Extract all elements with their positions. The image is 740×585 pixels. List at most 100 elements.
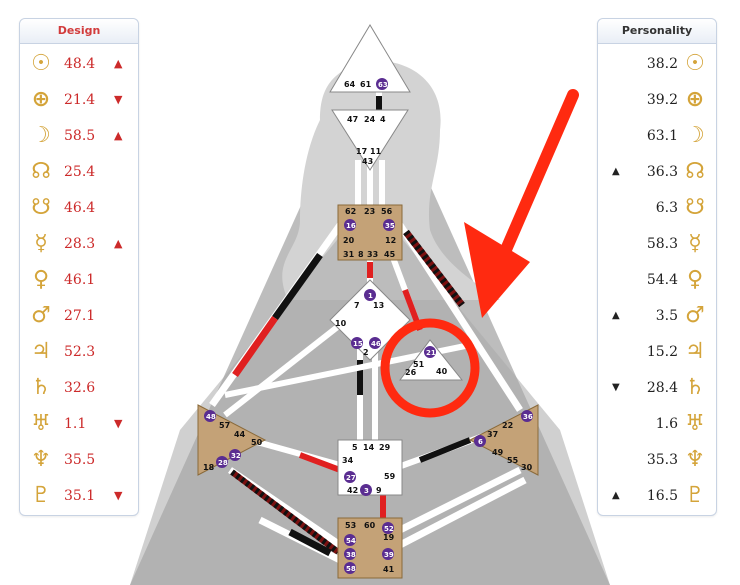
gate-badge [351,337,363,349]
gate-badge-label: 36 [523,413,533,421]
design-row: ♆35.5 [20,443,138,477]
north-node-icon: ☊ [31,159,51,184]
gate-label: 14 [363,443,375,452]
gate-badge-label: 48 [206,413,216,421]
design-panel-title: Design [20,19,138,44]
gate-label: 57 [219,421,230,430]
gate-badge [204,410,216,422]
gate-label: 7 [354,301,360,310]
design-value: 58.5 [64,128,96,144]
gate-label: 59 [384,472,396,481]
design-row: ☿28.3▲ [20,227,138,261]
gate-label: 26 [405,368,417,377]
design-row: ☊ 25.4 [20,155,138,189]
gate-label: 4 [380,115,386,124]
gate-badge-label: 39 [384,551,394,559]
design-value: 21.4 [64,92,96,108]
personality-value: 1.6 [655,416,678,432]
annotation-arrow-head [464,222,530,318]
design-value: 25.4 [64,164,96,180]
gate-label: 23 [364,207,375,216]
design-value: 35.5 [64,452,96,468]
gate-badge [364,289,376,301]
personality-row: ♇16.5▲ [598,479,716,513]
head-center [329,24,411,93]
gate-label: 30 [521,463,533,472]
personality-row: ♂3.5▲ [598,299,716,333]
personality-value: 39.2 [646,92,678,108]
personality-row: ☽63.1 [598,119,716,153]
gate-label: 40 [436,367,448,376]
pluto-icon: ♇ [685,483,705,508]
earth-icon: ⊕ [31,87,51,112]
personality-row: ♅ 1.6 [598,407,716,441]
gate-badge-label: 46 [371,340,381,348]
design-row: ☋46.4 [20,191,138,225]
gate-badge-label: 54 [346,537,356,545]
gate-label: 24 [364,115,376,124]
gate-badge [344,548,356,560]
uranus-icon: ♅ [685,411,705,436]
design-row: ☽58.5▲ [20,119,138,153]
head-silhouette [282,60,500,300]
venus-icon: ♀ [686,267,704,292]
annotation-circle [380,318,480,418]
neptune-icon: ♆ [685,447,705,472]
personality-row: ♄28.4▼ [598,371,716,405]
personality-value: 28.4 [646,380,678,396]
gate-label: 37 [487,430,498,439]
south-node-icon: ☋ [31,195,51,220]
gate-label: 45 [384,250,396,259]
gate-label: 29 [379,443,391,452]
personality-row: ☋6.3 [598,191,716,225]
north-node-icon: ☊ [685,159,705,184]
personality-row: ⊕39.2 [598,83,716,117]
gate-label: 18 [203,463,215,472]
gate-label: 31 [343,250,355,259]
design-value: 32.6 [64,380,96,396]
gate-label: 50 [251,438,263,447]
gate-badge [344,562,356,574]
trend-arrow-icon: ▲ [114,237,123,250]
gate-badge [344,471,356,483]
trend-arrow-icon: ▼ [114,93,123,106]
gate-badge [382,522,394,534]
gate-label: 61 [360,80,372,89]
gate-label: 9 [376,486,382,495]
sun-icon: ☉ [685,51,705,76]
gate-badge [424,346,436,358]
gate-label: 43 [362,157,373,166]
gate-badge [521,410,533,422]
moon-icon: ☽ [685,123,705,148]
gate-label: 20 [343,236,355,245]
gate-label: 56 [381,207,393,216]
gate-label: 2 [363,348,369,357]
gate-badge-label: 35 [385,222,395,230]
gate-badge [216,456,228,468]
personality-value: 54.4 [646,272,678,288]
design-row: ♃52.3 [20,335,138,369]
personality-row: ☉38.2 [598,47,716,81]
design-row: ♇35.1▼ [20,479,138,513]
jupiter-icon: ♃ [685,339,705,364]
gate-label: 42 [347,486,358,495]
personality-row: ♆ 35.3 [598,443,716,477]
design-row: ♂27.1 [20,299,138,333]
personality-value: 36.3 [646,164,678,180]
personality-value: 35.3 [646,452,678,468]
saturn-icon: ♄ [685,375,705,400]
gate-badge-label: 38 [346,551,356,559]
personality-value: 16.5 [646,488,678,504]
gate-label: 19 [383,533,395,542]
annotation [380,89,579,418]
mercury-icon: ☿ [34,231,48,256]
gate-labels: 64 61 47 24 4 17 11 43 62 23 56 20 31 8 … [203,80,533,574]
saturn-icon: ♄ [31,375,51,400]
gate-label: 51 [413,360,425,369]
gate-badge [344,219,356,231]
gate-badge [474,435,486,447]
design-value: 1.1 [64,416,87,432]
gate-label: 62 [345,207,356,216]
gate-label: 33 [367,250,378,259]
gate-badge-label: 28 [218,459,228,467]
